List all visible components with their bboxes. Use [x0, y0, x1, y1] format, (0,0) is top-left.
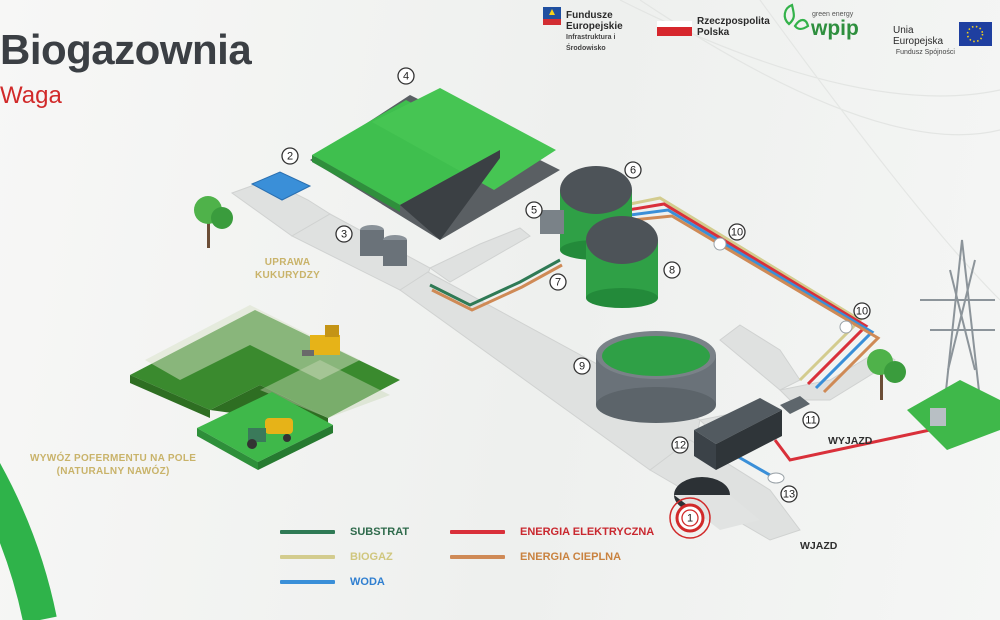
green-arc-decoration: [0, 463, 57, 620]
powerline-wire: [759, 0, 1000, 301]
substation-pad: [907, 380, 1000, 450]
legend-swatch-energia-elektryczna: [450, 530, 505, 534]
number-badge-label: 3: [341, 229, 347, 241]
number-badge-label: 10: [856, 306, 868, 318]
pipe-network: [429, 196, 942, 480]
number-badge: [671, 436, 689, 454]
unia-europejska-flag: [959, 22, 992, 46]
page-subtitle: Waga: [0, 82, 62, 109]
ue-name: Unia Europejska: [893, 25, 944, 47]
meter-10b: [839, 320, 853, 334]
entry-label: WJAZD: [800, 540, 838, 552]
chp-container: [694, 396, 810, 470]
digestate-area-label: WYWÓZ POFERMENTU NA POLE(NATURALNY NAWÓZ…: [30, 453, 197, 477]
legend-label-woda: WODA: [350, 576, 385, 588]
number-badge: [525, 201, 543, 219]
number-badge-label: 8: [669, 265, 675, 277]
number-badge: [728, 223, 746, 241]
legend-swatch-energia-cieplna: [450, 555, 505, 559]
power-pylon: [920, 239, 995, 401]
fe-name: Fundusze Europejskie: [566, 10, 623, 32]
legend-swatch-biogaz: [280, 555, 335, 559]
page-title: Biogazownia: [0, 26, 252, 73]
feed-tanks: [360, 225, 407, 266]
number-badge: [802, 411, 820, 429]
feeder-5: [540, 210, 564, 234]
legend-label-energia-cieplna: ENERGIA CIEPLNA: [520, 551, 622, 563]
digester-8: [586, 216, 658, 308]
number-badge-label: 10: [731, 227, 743, 239]
number-badge: [780, 485, 798, 503]
tree-icon: [194, 196, 233, 248]
legend-label-substrat: SUBSTRAT: [350, 526, 410, 538]
number-badge-label: 4: [403, 71, 409, 83]
wpip-logo: [783, 3, 810, 31]
legend-label-biogaz: BIOGAZ: [350, 551, 393, 563]
weighbridge-marker-ring: [669, 497, 711, 539]
number-badge: [681, 509, 699, 527]
silage-storage: [310, 88, 560, 240]
number-badge-label: 1: [687, 513, 693, 525]
number-badge-label: 12: [674, 440, 686, 452]
number-badge: [397, 67, 415, 85]
meter-10a: [713, 237, 727, 251]
harvester-icon: [302, 325, 340, 356]
fe-program: Infrastruktura i Środowisko: [566, 34, 616, 52]
tree-icon: [867, 349, 906, 400]
transformer-icon: [930, 408, 946, 426]
number-badge: [281, 147, 299, 165]
number-badge-label: 13: [783, 489, 795, 501]
digester-6: [560, 166, 632, 260]
ue-fund: Fundusz Spójności: [895, 49, 955, 56]
number-badge-label: 11: [805, 415, 816, 427]
digestate-reservoir: [596, 331, 716, 423]
rzeczpospolita-polska-flag: [657, 21, 692, 36]
number-badge-label: 6: [630, 165, 636, 177]
legend-label-energia-elektryczna: ENERGIA ELEKTRYCZNA: [520, 526, 655, 538]
number-badge: [573, 357, 591, 375]
number-badge-label: 7: [555, 277, 561, 289]
road-network: [230, 179, 896, 541]
water-tank-pad: [250, 171, 312, 201]
powerline-wire: [639, 0, 1000, 136]
fundusze-europejskie-logo: [543, 7, 561, 25]
number-badge-label: 5: [531, 205, 537, 217]
number-badge: [663, 261, 681, 279]
fe-logo-text: Fundusze Europejskie Infrastruktura i Śr…: [566, 10, 626, 54]
wpip-wordmark: wpip: [811, 17, 859, 40]
legend-swatch-woda: [280, 580, 335, 584]
wpip-tagline: green energy: [812, 11, 854, 18]
ue-logo-text: Unia Europejska Fundusz Spójności: [893, 25, 955, 58]
number-badge: [549, 273, 567, 291]
exit-label: WYJAZD: [828, 435, 873, 447]
tractor-icon: [247, 418, 293, 449]
number-badge-label: 9: [579, 361, 585, 373]
number-badge: [335, 225, 353, 243]
legend-swatch-substrat: [280, 530, 335, 534]
rp-logo-text: Rzeczpospolita Polska: [697, 16, 770, 38]
number-badge: [624, 161, 642, 179]
number-badge: [853, 302, 871, 320]
water-meter-13: [767, 472, 785, 484]
number-badge-label: 2: [287, 151, 293, 163]
